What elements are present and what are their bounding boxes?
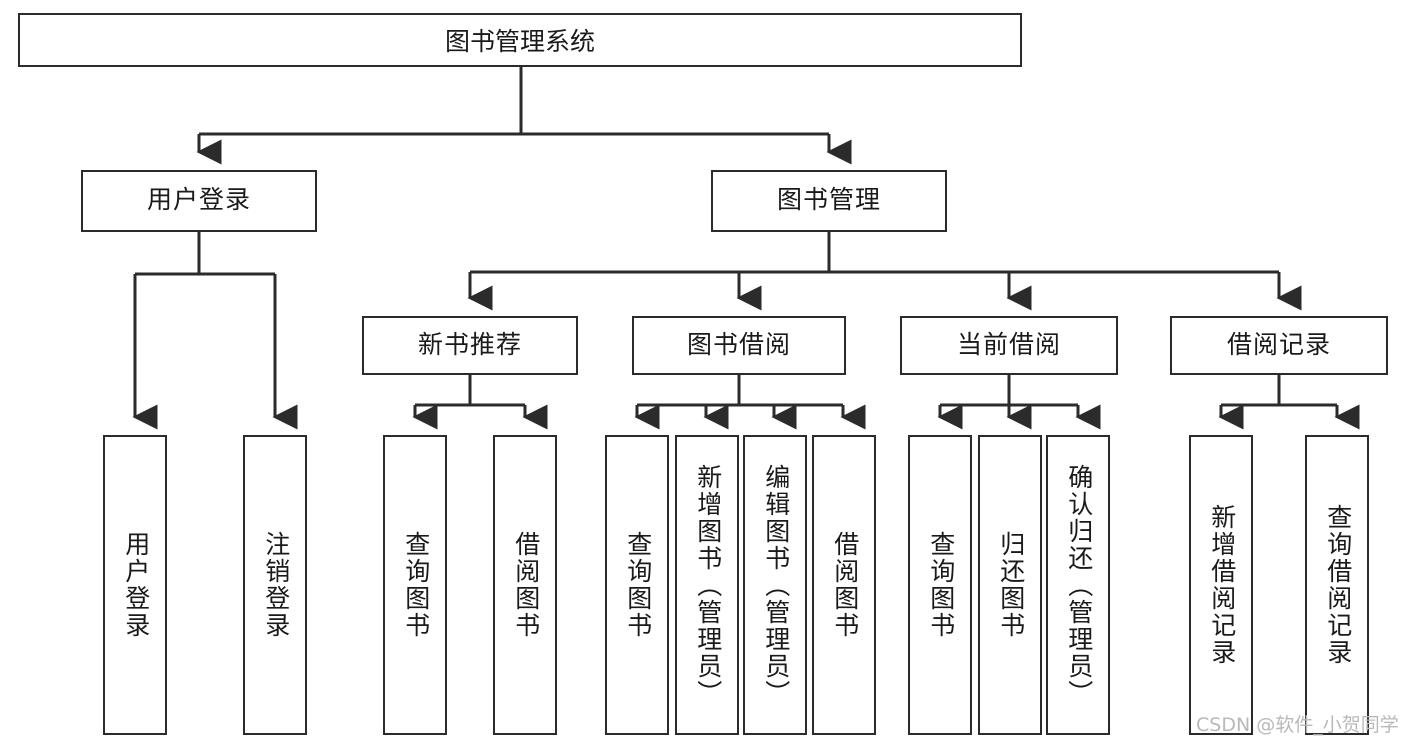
node-current-borrow[interactable]: 当前借阅 <box>900 316 1118 375</box>
leaf-add-record[interactable]: 新增借阅记录 <box>1189 435 1253 735</box>
node-label: 借阅图书 <box>830 531 859 639</box>
leaf-borrow-book-1[interactable]: 借阅图书 <box>493 435 557 735</box>
node-label: 图书借阅 <box>686 330 791 359</box>
node-label: 查询图书 <box>623 531 652 639</box>
leaf-confirm-return[interactable]: 确认归还（管理员） <box>1046 435 1110 735</box>
node-book-management[interactable]: 图书管理 <box>711 170 947 232</box>
node-label: 图书管理系统 <box>444 28 595 56</box>
node-label: 查询图书 <box>926 531 955 639</box>
node-user-login[interactable]: 用户登录 <box>81 170 317 232</box>
node-label: 编辑图书（管理员） <box>761 463 790 707</box>
leaf-return-book[interactable]: 归还图书 <box>978 435 1042 735</box>
node-label: 新增图书（管理员） <box>693 463 722 707</box>
node-label: 用户登录 <box>146 186 251 215</box>
node-label: 注销登录 <box>261 531 290 639</box>
leaf-add-book[interactable]: 新增图书（管理员） <box>675 435 739 735</box>
node-label: 归还图书 <box>996 531 1025 639</box>
node-label: 查询借阅记录 <box>1323 504 1352 666</box>
leaf-query-record[interactable]: 查询借阅记录 <box>1305 435 1369 735</box>
leaf-query-book-1[interactable]: 查询图书 <box>383 435 447 735</box>
watermark-text: CSDN @软件_小贺同学 <box>1196 714 1399 736</box>
node-root-system[interactable]: 图书管理系统 <box>18 13 1022 67</box>
leaf-query-book-2[interactable]: 查询图书 <box>605 435 669 735</box>
node-label: 确认归还（管理员） <box>1064 463 1093 707</box>
leaf-edit-book[interactable]: 编辑图书（管理员） <box>743 435 807 735</box>
node-label: 图书管理 <box>776 186 881 215</box>
node-label: 借阅记录 <box>1226 330 1331 359</box>
node-label: 用户登录 <box>121 531 150 639</box>
leaf-logout-login[interactable]: 注销登录 <box>243 435 307 735</box>
node-label: 借阅图书 <box>511 531 540 639</box>
leaf-user-login[interactable]: 用户登录 <box>103 435 167 735</box>
node-label: 当前借阅 <box>956 330 1061 359</box>
node-label: 查询图书 <box>401 531 430 639</box>
node-borrow-record[interactable]: 借阅记录 <box>1170 316 1388 375</box>
node-new-book-recommend[interactable]: 新书推荐 <box>362 316 578 375</box>
leaf-query-book-3[interactable]: 查询图书 <box>908 435 972 735</box>
leaf-borrow-book-2[interactable]: 借阅图书 <box>812 435 876 735</box>
node-book-borrow[interactable]: 图书借阅 <box>632 316 846 375</box>
node-label: 新书推荐 <box>417 330 522 359</box>
node-label: 新增借阅记录 <box>1207 504 1236 666</box>
